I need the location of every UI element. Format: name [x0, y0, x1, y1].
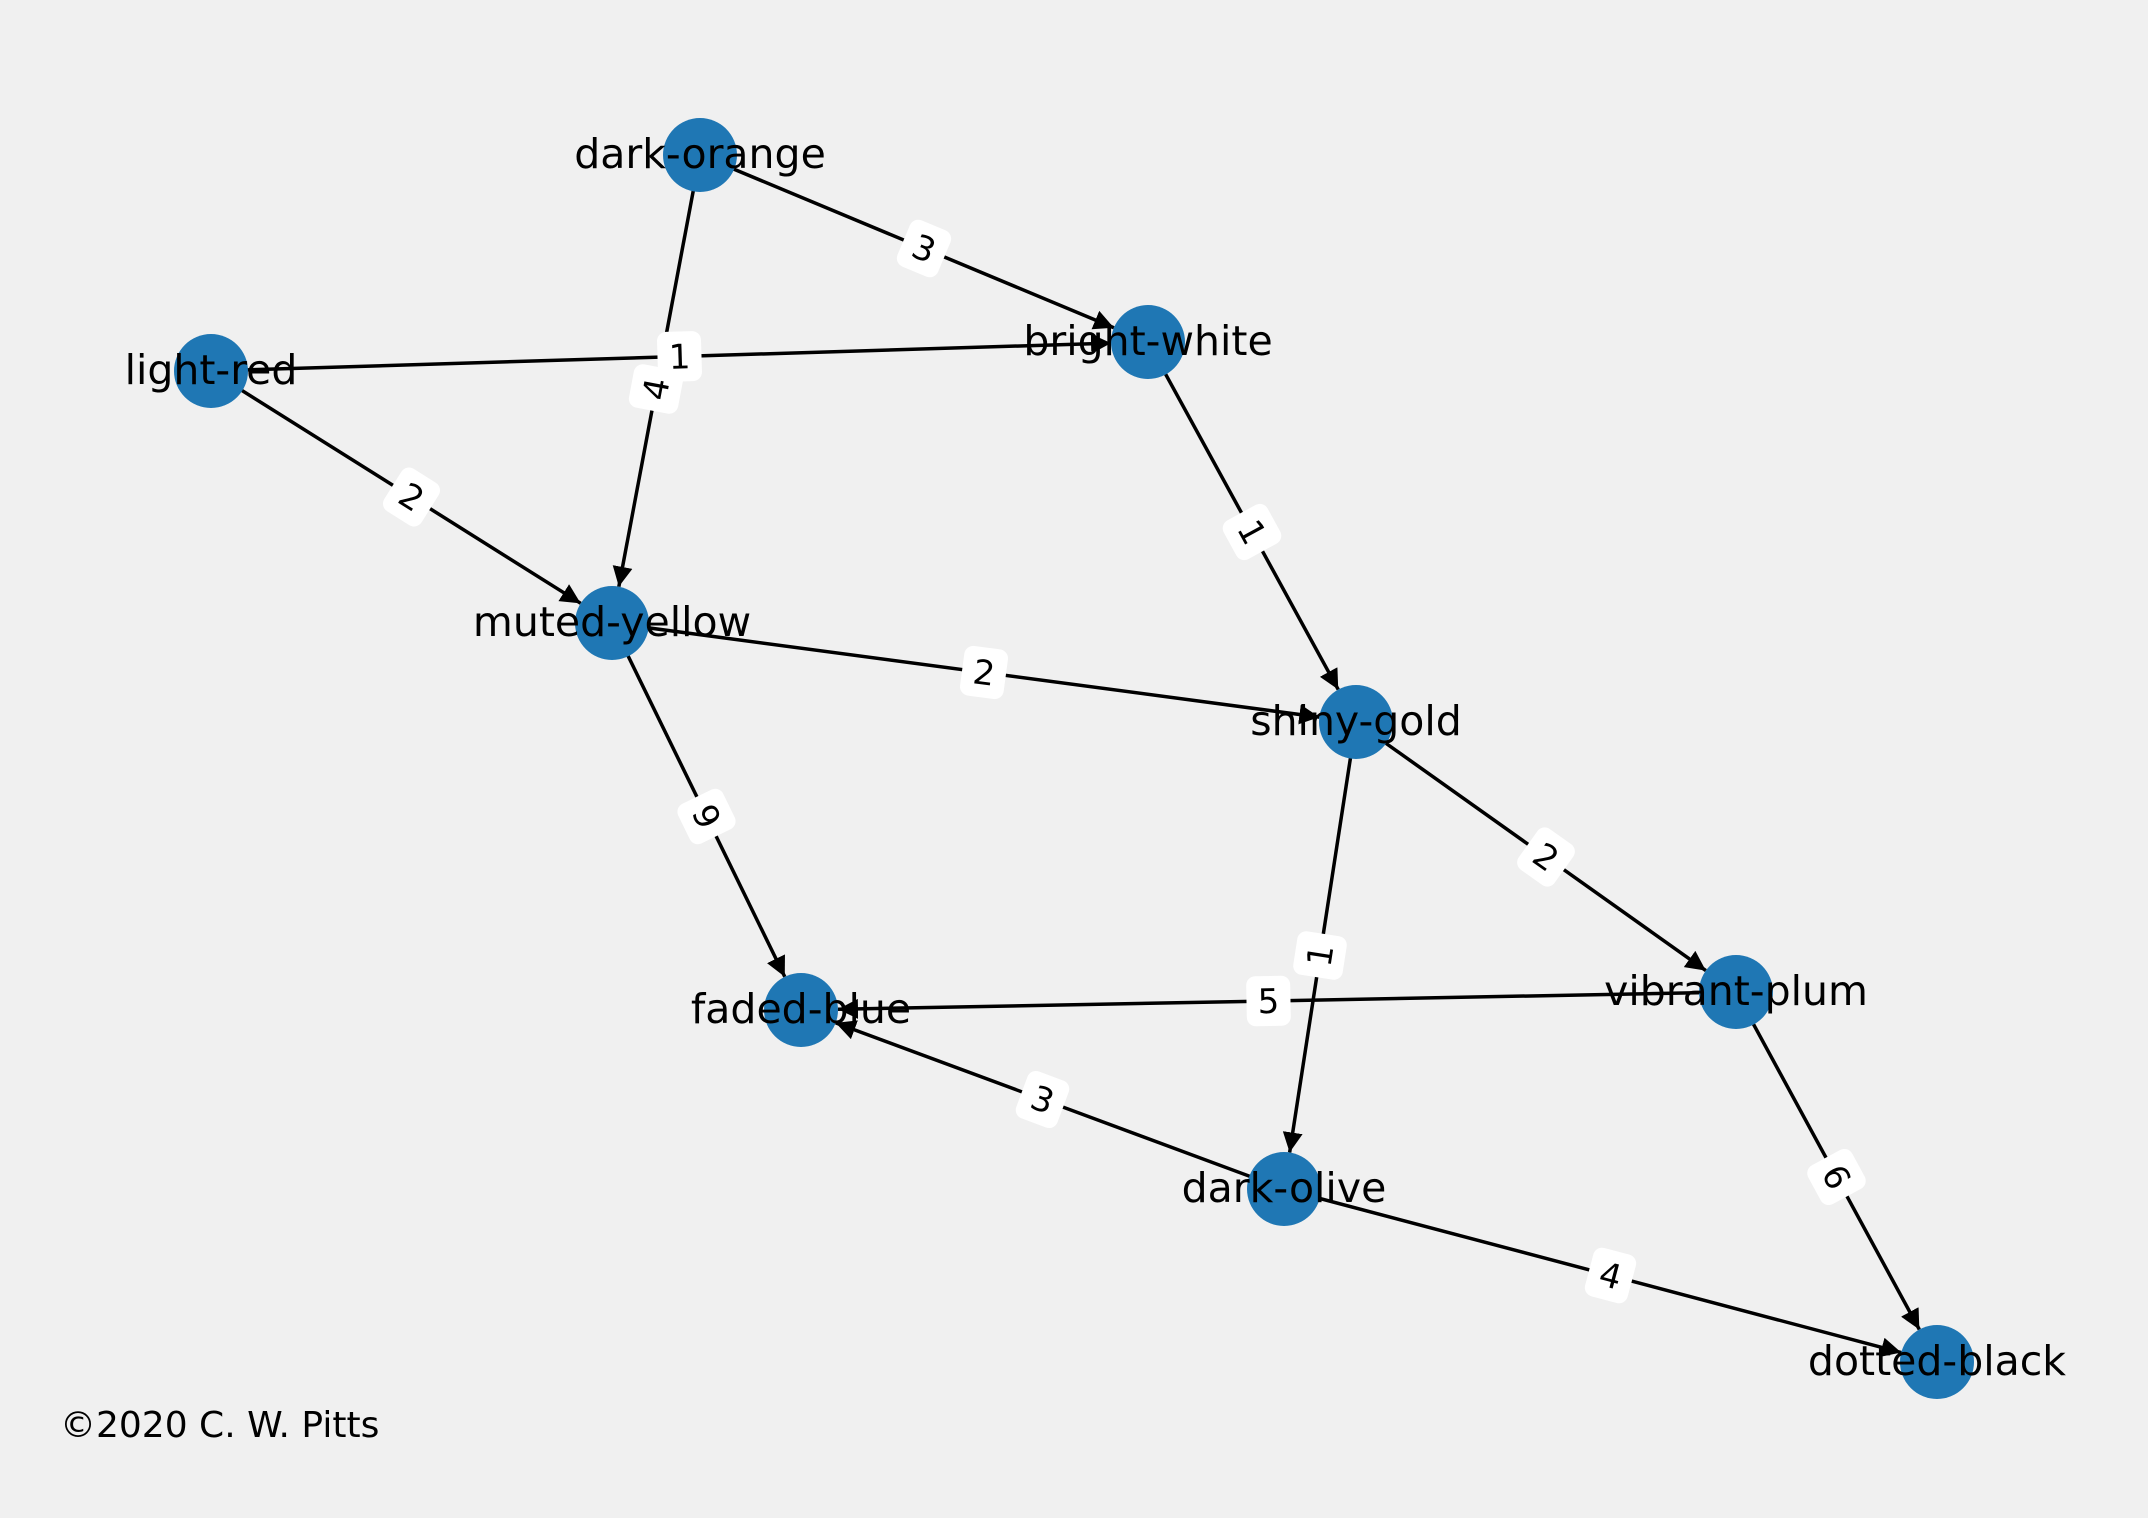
- edge-label-box: [677, 788, 736, 845]
- edge-weight-label: 1: [657, 331, 702, 382]
- edge-label-box: [1293, 931, 1347, 980]
- edge-weight-label: 6: [1807, 1148, 1866, 1206]
- edge-weight-label: 3: [896, 219, 952, 278]
- edge-weight-label: 9: [677, 788, 736, 845]
- node-dotted-black[interactable]: [1900, 1325, 1974, 1399]
- node-label-dark-olive: dark-olive: [1182, 1164, 1387, 1212]
- copyright-notice: ©2020 C. W. Pitts: [60, 1405, 379, 1446]
- edge-weight-label: 5: [1246, 975, 1291, 1027]
- edge-label-box: [1807, 1148, 1866, 1206]
- node-label-shiny-gold: shiny-gold: [1250, 697, 1462, 745]
- edge-weight-text: 2: [971, 652, 998, 695]
- node-label-bright-white: bright-white: [1023, 317, 1272, 365]
- edge-label-box: [1517, 827, 1575, 887]
- node-label-dark-orange: dark-orange: [574, 130, 826, 178]
- edge-weight-label: 4: [1584, 1247, 1637, 1304]
- node-label-muted-yellow: muted-yellow: [473, 598, 751, 646]
- node-label-dotted-black: dotted-black: [1808, 1337, 2066, 1385]
- edge-weight-label: 2: [1517, 827, 1575, 887]
- node-faded-blue[interactable]: [764, 973, 838, 1047]
- copyright-text: 2020 C. W. Pitts: [96, 1405, 380, 1446]
- edge-label-box: [960, 645, 1008, 700]
- node-dark-orange[interactable]: [663, 118, 737, 192]
- edge-weight-label: 2: [382, 467, 441, 527]
- edge-label-box: [896, 219, 952, 278]
- edge-label-box: [1015, 1070, 1070, 1129]
- edge-weight-text: 5: [1257, 982, 1279, 1022]
- node-shiny-gold[interactable]: [1319, 685, 1393, 759]
- node-label-faded-blue: faded-blue: [691, 985, 911, 1033]
- node-label-light-red: light-red: [125, 346, 298, 394]
- edge-label-box: [657, 331, 702, 382]
- node-vibrant-plum[interactable]: [1699, 955, 1773, 1029]
- copyright-symbol: ©: [60, 1405, 96, 1446]
- edge-label-box: [1584, 1247, 1637, 1304]
- edge-weight-label: 3: [1015, 1070, 1070, 1129]
- node-dark-olive[interactable]: [1247, 1152, 1321, 1226]
- edge-label-box: [382, 467, 441, 527]
- node-label-vibrant-plum: vibrant-plum: [1604, 967, 1868, 1015]
- node-light-red[interactable]: [174, 334, 248, 408]
- edge-weight-label: 2: [960, 645, 1008, 700]
- edge-weight-label: 1: [1293, 931, 1347, 980]
- edge-weight-label: 1: [1222, 503, 1282, 561]
- node-bright-white[interactable]: [1111, 305, 1185, 379]
- edge-label-box: [1222, 503, 1282, 561]
- edge-label-box: [1246, 975, 1291, 1027]
- edge-weight-text: 1: [668, 337, 691, 378]
- node-muted-yellow[interactable]: [575, 586, 649, 660]
